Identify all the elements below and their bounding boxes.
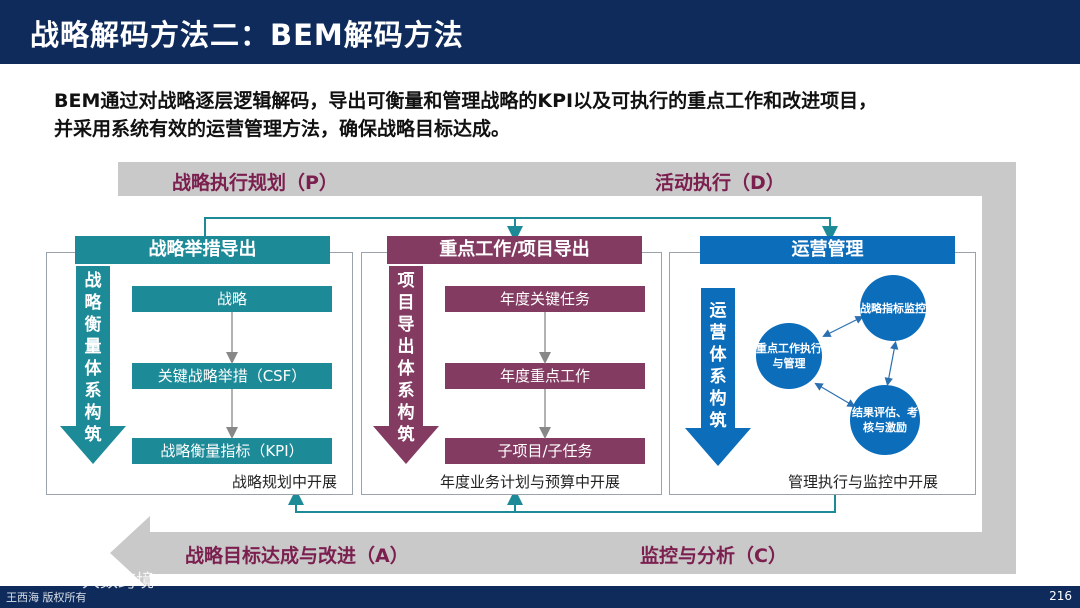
panel-operations-title: 运营管理	[700, 236, 955, 264]
strategy-footer: 战略规划中开展	[232, 473, 338, 491]
operations-side-arrow	[685, 288, 751, 466]
ops-circle-execution: 重点工作执行与管理	[756, 323, 822, 389]
strategy-item-3: 战略衡量指标（KPI）	[132, 438, 332, 464]
intro-line-1: BEM通过对战略逐层逻辑解码，导出可衡量和管理战略的KPI以及可执行的重点工作和…	[54, 90, 878, 112]
footer-bar: 王西海 版权所有 216	[0, 586, 1080, 608]
projects-item-3: 子项目/子任务	[445, 438, 645, 464]
cycle-band-bottom	[150, 532, 1016, 574]
projects-footer: 年度业务计划与预算中开展	[440, 473, 621, 491]
panel-projects-title: 重点工作/项目导出	[387, 236, 642, 264]
page-title: 战略解码方法二：BEM解码方法	[30, 18, 464, 52]
cycle-band-top	[118, 162, 1016, 196]
strategy-side-label: 战略衡量体系构筑	[84, 271, 102, 445]
header-bar: 战略解码方法二：BEM解码方法	[0, 0, 1080, 64]
strategy-item-2: 关键战略举措（CSF）	[132, 363, 332, 389]
strategy-side-arrow	[60, 266, 126, 464]
page-number: 216	[1049, 589, 1072, 603]
ops-circle-monitor: 战略指标监控	[860, 275, 926, 341]
cycle-band-right	[982, 162, 1016, 546]
strategy-item-1: 战略	[132, 286, 332, 312]
operations-side-label: 运营体系构筑	[709, 301, 727, 431]
operations-footer: 管理执行与监控中开展	[788, 473, 939, 491]
cycle-label-check: 监控与分析（C）	[640, 545, 787, 567]
intro-line-2: 并采用系统有效的运营管理方法，确保战略目标达成。	[54, 118, 511, 140]
cycle-arrow-head	[110, 516, 150, 590]
projects-item-1: 年度关键任务	[445, 286, 645, 312]
cycle-label-do: 活动执行（D）	[655, 172, 785, 194]
watermark-text: 大数跨境	[82, 571, 154, 592]
ops-circle-evaluation: 结果评估、考核与激励	[850, 385, 920, 455]
cycle-label-plan: 战略执行规划（P）	[172, 172, 338, 194]
bottom-connector	[288, 489, 836, 513]
cycle-label-act: 战略目标达成与改进（A）	[185, 545, 409, 567]
projects-side-arrow	[373, 266, 439, 464]
footer-copyright: 王西海 版权所有	[6, 591, 87, 604]
projects-side-label: 项目导出体系构筑	[397, 271, 415, 445]
panel-strategy-title: 战略举措导出	[75, 236, 330, 264]
top-connector	[204, 217, 838, 242]
projects-item-2: 年度重点工作	[445, 363, 645, 389]
